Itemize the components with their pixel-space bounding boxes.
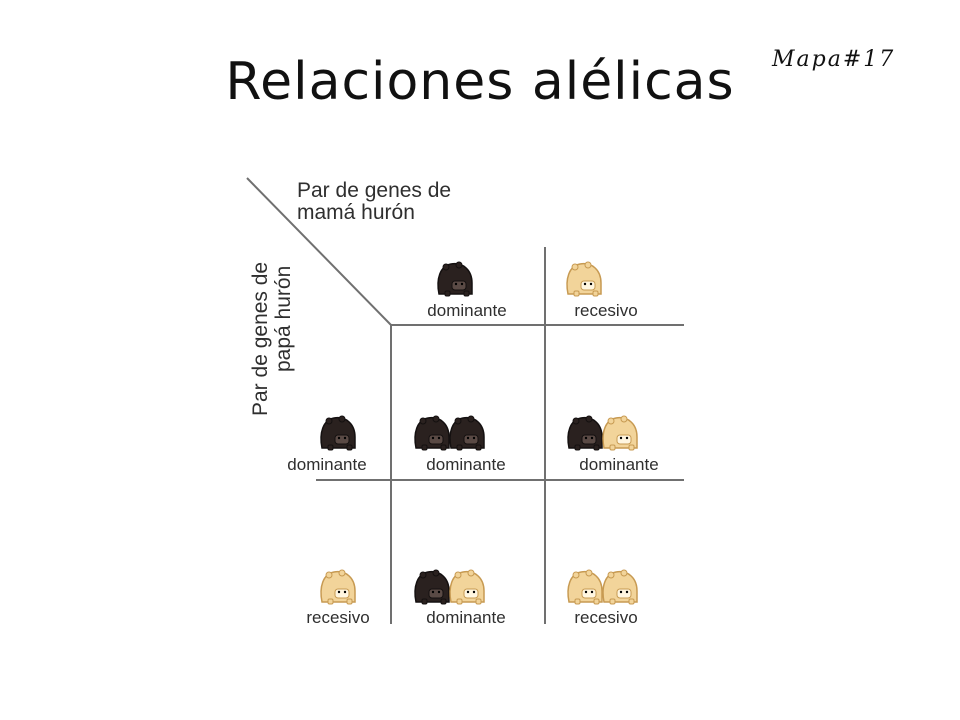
map-label: Mapa#17 — [772, 47, 896, 72]
ferret-icon-cell-1-2-a — [567, 415, 603, 451]
mother-allele-label-1: dominante — [427, 301, 506, 320]
ferret-icon-father-2 — [320, 569, 356, 605]
ferret-icon-cell-1-1-b — [449, 415, 485, 451]
slide-title: Relaciones alélicas — [225, 52, 735, 112]
cell-label-1-2: dominante — [579, 455, 658, 474]
ferret-icon-cell-1-2-b — [602, 415, 638, 451]
father-allele-label-1: dominante — [287, 455, 366, 474]
ferret-icon-mother-2 — [566, 261, 602, 297]
ferret-icon-cell-2-1-b — [449, 569, 485, 605]
father-header-line-1: Par de genes de — [249, 262, 272, 416]
cell-label-1-1: dominante — [426, 455, 505, 474]
mother-allele-label-2: recesivo — [574, 301, 637, 320]
father-header-line-2: papá hurón — [272, 266, 295, 372]
cell-label-2-1: dominante — [426, 608, 505, 627]
father-allele-label-2: recesivo — [306, 608, 369, 627]
ferret-icon-cell-2-2-a — [567, 569, 603, 605]
cell-label-2-2: recesivo — [574, 608, 637, 627]
ferret-icon-mother-1 — [437, 261, 473, 297]
ferret-icon-cell-2-2-b — [602, 569, 638, 605]
ferret-icon-cell-1-1-a — [414, 415, 450, 451]
punnett-grid — [246, 177, 684, 624]
ferret-icon-cell-2-1-a — [414, 569, 450, 605]
mother-header-line-1: Par de genes de — [297, 179, 451, 202]
corner-diagonal-line — [246, 177, 392, 326]
mother-header-line-2: mamá hurón — [297, 201, 415, 224]
ferret-icon-father-1 — [320, 415, 356, 451]
